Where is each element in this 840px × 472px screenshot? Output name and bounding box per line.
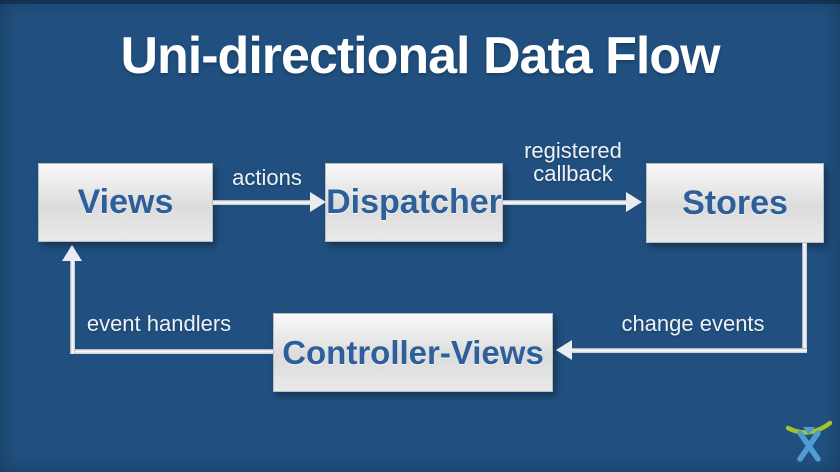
node-views: Views [38, 163, 213, 242]
atlassian-logo-icon [786, 420, 832, 462]
edge-views-dispatcher-line [213, 200, 312, 205]
slide-title: Uni-directional Data Flow [120, 27, 720, 85]
edge-controller-views-views-hline [70, 349, 273, 354]
edge-dispatcher-stores-line [503, 200, 628, 205]
edge-label-event-handlers: event handlers [86, 311, 232, 336]
edge-controller-views-views-arrowhead-icon [62, 245, 82, 261]
node-stores: Stores [646, 163, 824, 243]
node-controller-views-label: Controller-Views [282, 333, 544, 371]
node-dispatcher-label: Dispatcher [326, 183, 502, 221]
node-stores-label: Stores [682, 183, 788, 222]
edge-label-actions: actions [232, 165, 302, 190]
node-dispatcher: Dispatcher [325, 163, 503, 242]
edge-dispatcher-stores-arrowhead-icon [626, 192, 642, 212]
edge-controller-views-views-vline [70, 259, 75, 354]
edge-stores-controller-views-hline [570, 348, 807, 353]
edge-label-registered-callback: registered callback [524, 138, 622, 186]
edge-stores-controller-views-arrowhead-icon [556, 340, 572, 360]
edge-stores-controller-views-vline [802, 243, 807, 353]
edge-label-change-events: change events [621, 311, 765, 336]
node-controller-views: Controller-Views [273, 313, 553, 392]
node-views-label: Views [77, 183, 174, 221]
edge-views-dispatcher-arrowhead-icon [310, 192, 326, 212]
